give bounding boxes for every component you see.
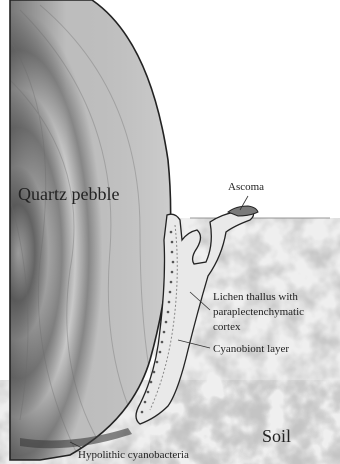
label-cyanobiont-layer: Cyanobiont layer [213,343,289,355]
label-hypolithic-cyanobacteria: Hypolithic cyanobacteria [78,449,189,461]
label-lichen-line1: Lichen thallus with [213,291,298,303]
label-lichen-line2: paraplectenchymatic [213,306,304,318]
label-lichen-line3: cortex [213,321,241,333]
label-ascoma: Ascoma [228,181,264,193]
label-soil: Soil [262,426,291,446]
label-quartz-pebble: Quartz pebble [18,184,119,204]
